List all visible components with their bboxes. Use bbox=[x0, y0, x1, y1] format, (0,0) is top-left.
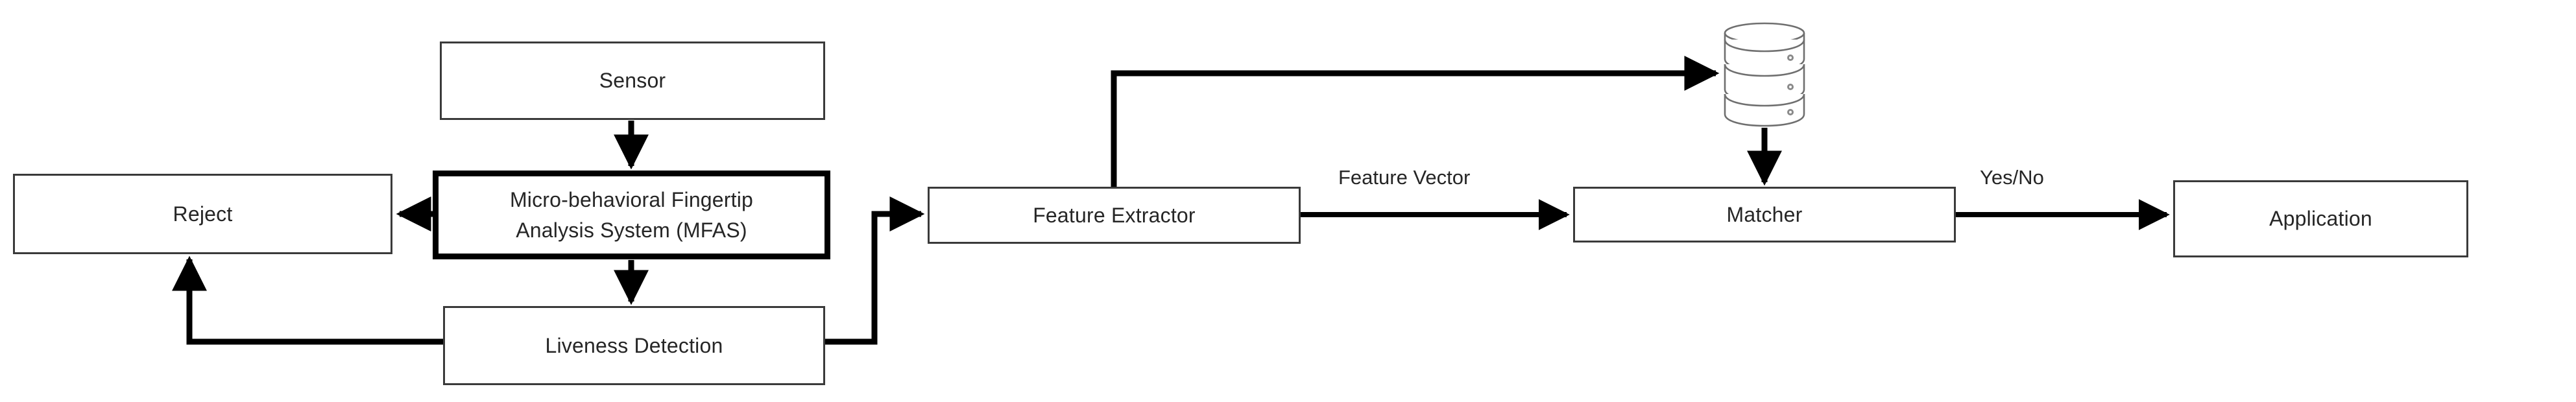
node-application[interactable]: Application bbox=[2173, 180, 2468, 257]
node-reject-label: Reject bbox=[173, 202, 233, 226]
node-mfas-label: Micro-behavioral Fingertip Analysis Syst… bbox=[509, 188, 754, 242]
node-liveness-detection[interactable]: Liveness Detection bbox=[443, 306, 825, 385]
node-matcher[interactable]: Matcher bbox=[1573, 187, 1956, 242]
node-application-label: Application bbox=[2269, 207, 2372, 231]
edge-feature-extractor-to-database bbox=[1111, 56, 1720, 187]
node-liveness-detection-label: Liveness Detection bbox=[545, 333, 723, 357]
node-reject[interactable]: Reject bbox=[13, 174, 392, 254]
node-feature-extractor-label: Feature Extractor bbox=[1033, 203, 1196, 227]
database-icon bbox=[1724, 22, 1805, 127]
node-matcher-label: Matcher bbox=[1726, 202, 1803, 226]
node-sensor[interactable]: Sensor bbox=[440, 41, 825, 120]
node-sensor-label: Sensor bbox=[599, 69, 666, 93]
edge-liveness-to-feature-extractor bbox=[825, 196, 925, 345]
node-feature-extractor[interactable]: Feature Extractor bbox=[928, 187, 1301, 244]
edge-label-yes-no: Yes/No bbox=[1980, 166, 2044, 189]
node-mfas[interactable]: Micro-behavioral Fingertip Analysis Syst… bbox=[433, 171, 830, 259]
edge-liveness-to-reject bbox=[172, 255, 443, 345]
edge-label-feature-vector: Feature Vector bbox=[1338, 166, 1471, 189]
